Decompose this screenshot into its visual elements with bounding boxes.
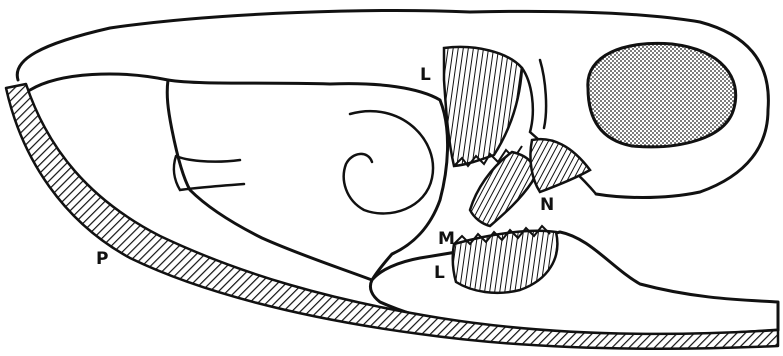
label-p: P — [96, 249, 108, 269]
label-n: N — [540, 195, 554, 215]
muscle-upper-l — [444, 47, 522, 166]
label-lower-l: L — [434, 263, 445, 283]
snout-outline — [30, 74, 168, 90]
orbit — [588, 43, 736, 146]
braincase — [167, 80, 447, 280]
muscle-n — [530, 139, 590, 192]
label-m: M — [438, 229, 455, 249]
muscle-m — [470, 152, 535, 226]
label-upper-l: L — [420, 65, 431, 85]
